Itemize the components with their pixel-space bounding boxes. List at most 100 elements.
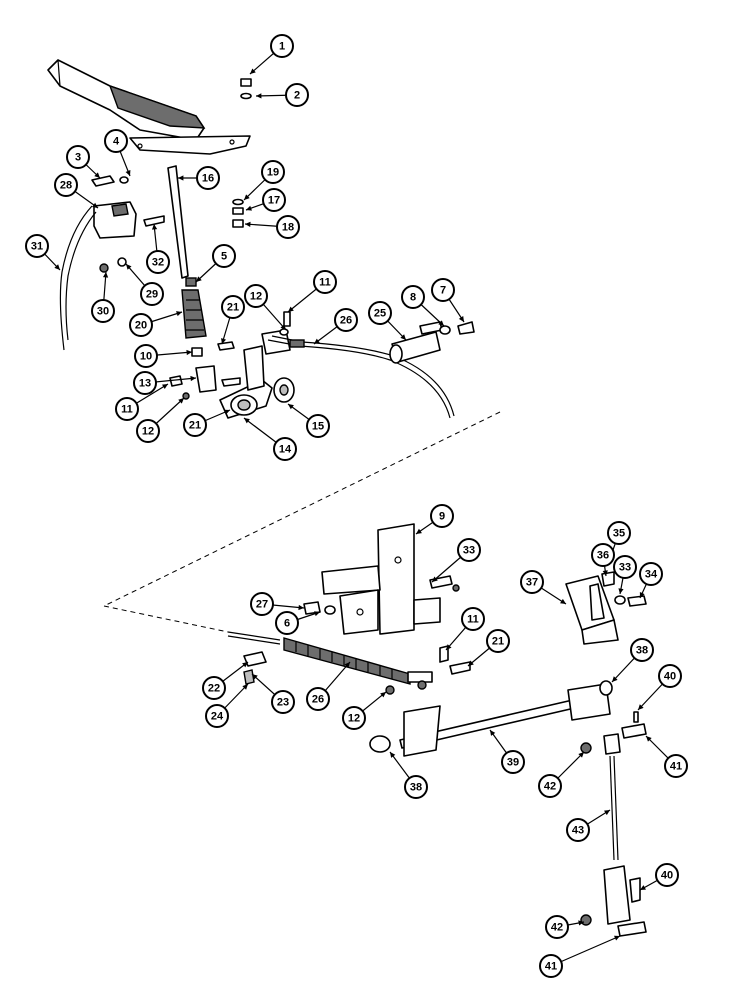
leader-arrowhead xyxy=(578,920,584,926)
callout-21: 21 xyxy=(221,295,245,319)
callout-circle xyxy=(261,160,285,184)
callout-10: 10 xyxy=(134,344,158,368)
leader-arrowhead xyxy=(196,276,202,282)
rubber-boot-and-yoke xyxy=(169,277,217,400)
callout-17: 17 xyxy=(262,188,286,212)
callout-13: 13 xyxy=(133,371,157,395)
callout-circle xyxy=(202,676,226,700)
callout-circle xyxy=(104,129,128,153)
callout-number: 11 xyxy=(121,404,133,416)
callout-6: 6 xyxy=(275,611,299,635)
callout-38: 38 xyxy=(404,775,428,799)
callout-number: 30 xyxy=(97,306,109,318)
callout-24: 24 xyxy=(205,704,229,728)
leader-arrowhead xyxy=(618,588,624,594)
callout-number: 6 xyxy=(284,618,290,630)
callout-number: 32 xyxy=(152,257,164,269)
callout-16: 16 xyxy=(196,166,220,190)
leader-arrowhead xyxy=(298,604,304,611)
callout-number: 20 xyxy=(135,320,147,332)
callout-number: 40 xyxy=(661,870,673,882)
callout-43: 43 xyxy=(566,818,590,842)
leader-arrowhead xyxy=(242,662,248,668)
callout-circle xyxy=(136,419,160,443)
callout-circle xyxy=(66,145,90,169)
callout-11: 11 xyxy=(461,607,485,631)
callout-number: 17 xyxy=(268,195,280,207)
callout-18: 18 xyxy=(276,215,300,239)
callout-circle xyxy=(276,215,300,239)
callout-number: 38 xyxy=(636,645,648,657)
callout-31: 31 xyxy=(25,234,49,258)
callout-38: 38 xyxy=(630,638,654,662)
leader-arrowhead xyxy=(244,418,250,424)
callout-number: 18 xyxy=(282,222,294,234)
leader-arrowhead xyxy=(178,398,184,404)
callout-4: 4 xyxy=(104,129,128,153)
callout-circle xyxy=(140,282,164,306)
leader-arrowhead xyxy=(578,752,584,758)
callout-number: 41 xyxy=(545,961,557,973)
callout-37: 37 xyxy=(520,570,544,594)
callout-circle xyxy=(133,371,157,395)
callout-circle xyxy=(244,284,268,308)
callout-circle xyxy=(306,687,330,711)
callout-circle xyxy=(520,570,544,594)
callout-40: 40 xyxy=(655,863,679,887)
callout-number: 4 xyxy=(113,136,120,148)
callout-9: 9 xyxy=(430,504,454,528)
lever-bracket-assembly xyxy=(217,329,295,419)
callout-1: 1 xyxy=(270,34,294,58)
callout-number: 26 xyxy=(340,315,352,327)
callout-circle xyxy=(205,704,229,728)
callout-circle xyxy=(134,344,158,368)
leader-arrowhead xyxy=(246,205,252,211)
leader-arrowhead xyxy=(612,676,618,682)
callout-number: 42 xyxy=(551,922,563,934)
callout-circle xyxy=(566,818,590,842)
callout-25: 25 xyxy=(368,301,392,325)
callout-19: 19 xyxy=(261,160,285,184)
callout-circle xyxy=(461,607,485,631)
callout-number: 16 xyxy=(202,173,214,185)
callout-circle xyxy=(129,313,153,337)
leader-arrowhead xyxy=(176,311,182,317)
callout-35: 35 xyxy=(607,521,631,545)
leader-arrowhead xyxy=(250,68,256,74)
callout-number: 11 xyxy=(319,277,331,289)
cross-shaft xyxy=(369,680,647,757)
callout-number: 33 xyxy=(463,545,475,557)
leader-arrowhead xyxy=(614,935,620,941)
callout-circle xyxy=(115,397,139,421)
callout-26: 26 xyxy=(334,308,358,332)
dashed-cable-path xyxy=(103,411,501,633)
leader-arrowhead xyxy=(438,320,444,326)
leader-arrowhead xyxy=(94,172,100,178)
callout-number: 9 xyxy=(439,511,445,523)
callout-number: 2 xyxy=(294,90,300,102)
leader-arrowhead xyxy=(125,170,131,176)
callout-33: 33 xyxy=(613,555,637,579)
callout-number: 29 xyxy=(146,289,158,301)
callout-circle xyxy=(91,299,115,323)
callout-circle xyxy=(196,166,220,190)
callout-number: 35 xyxy=(613,528,625,540)
leader-line xyxy=(550,935,621,967)
callout-12: 12 xyxy=(136,419,160,443)
callout-number: 42 xyxy=(544,781,556,793)
callout-circle xyxy=(613,555,637,579)
callout-circle xyxy=(430,504,454,528)
callout-number: 8 xyxy=(410,292,416,304)
callout-number: 27 xyxy=(256,599,268,611)
leader-arrowhead xyxy=(178,175,184,181)
callout-33: 33 xyxy=(457,538,481,562)
callout-number: 28 xyxy=(60,180,72,192)
callout-number: 1 xyxy=(279,41,285,53)
callout-circle xyxy=(54,173,78,197)
callout-circle xyxy=(368,301,392,325)
leader-arrowhead xyxy=(92,202,98,208)
callout-circle xyxy=(25,234,49,258)
callout-40: 40 xyxy=(658,664,682,688)
